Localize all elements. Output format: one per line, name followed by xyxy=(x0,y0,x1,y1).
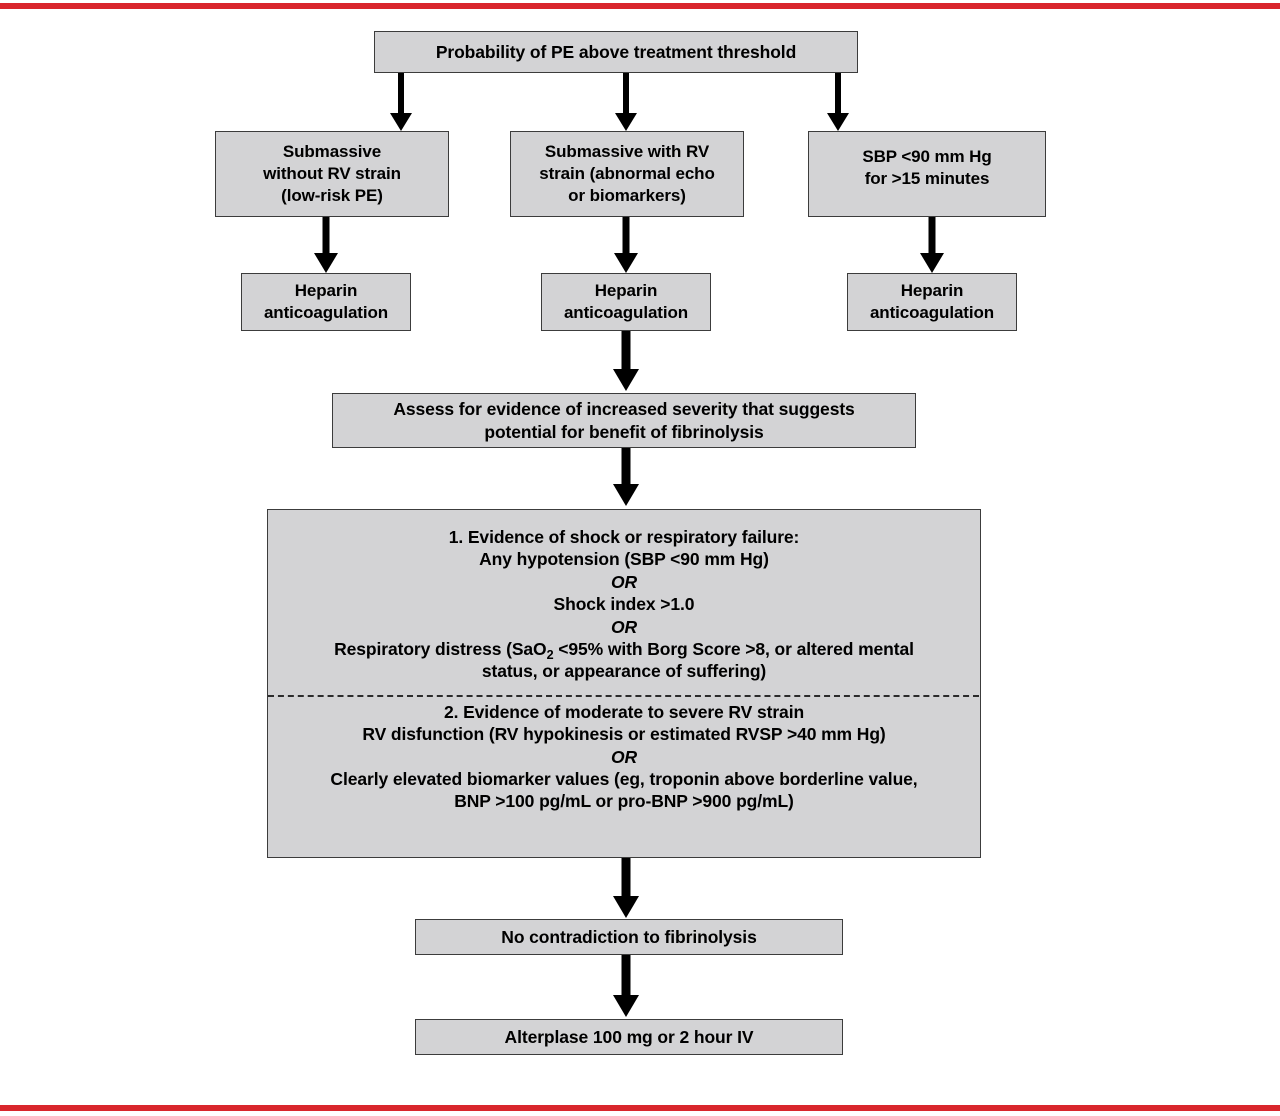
bottom-rule-divider xyxy=(0,1105,1280,1111)
criteria-respiratory-distress-line-1: Respiratory distress (SaO2 <95% with Bor… xyxy=(268,638,980,662)
node-alteplase: Alterplase 100 mg or 2 hour IV xyxy=(415,1019,843,1055)
connector-assess-to-criteria xyxy=(610,448,642,510)
node-heparin-left-line-2: anticoagulation xyxy=(263,303,389,322)
criteria-respiratory-distress-line-2: status, or appearance of suffering) xyxy=(481,661,767,682)
node-heparin-center: Heparin anticoagulation xyxy=(541,273,711,331)
connector-branch-right-to-heparin-right xyxy=(918,217,946,275)
node-submassive-without-rv-strain-line-3: (low-risk PE) xyxy=(281,185,383,205)
node-heparin-right-line-1: Heparin xyxy=(900,281,964,301)
connector-root-to-branch-center xyxy=(612,73,640,131)
node-heparin-right: Heparin anticoagulation xyxy=(847,273,1017,331)
node-heparin-center-line-2: anticoagulation xyxy=(563,303,689,322)
node-no-contradiction-label: No contradiction to fibrinolysis xyxy=(501,926,757,947)
criteria-rv-disfunction: RV disfunction (RV hypokinesis or estima… xyxy=(362,724,886,745)
node-submassive-with-rv-strain-line-1: Submassive with RV xyxy=(544,142,710,162)
connector-root-to-branch-right xyxy=(824,73,852,131)
criteria-dashed-separator xyxy=(268,695,979,697)
top-rule-divider xyxy=(0,3,1280,9)
node-submassive-without-rv-strain-line-2: without RV strain xyxy=(263,164,401,184)
node-submassive-without-rv-strain-line-1: Submassive xyxy=(282,142,382,162)
node-probability-of-pe-label: Probability of PE above treatment thresh… xyxy=(435,41,797,62)
criteria-section-shock: 1. Evidence of shock or respiratory fail… xyxy=(268,510,980,683)
criteria-respiratory-prefix: Respiratory distress (SaO xyxy=(334,638,547,659)
criteria-section-shock-heading: 1. Evidence of shock or respiratory fail… xyxy=(448,527,800,547)
node-assess-severity-line-2: potential for benefit of fibrinolysis xyxy=(484,421,764,442)
node-submassive-without-rv-strain: Submassive without RV strain (low-risk P… xyxy=(215,131,449,217)
criteria-respiratory-subscript: 2 xyxy=(546,647,554,662)
node-severity-criteria: 1. Evidence of shock or respiratory fail… xyxy=(267,509,981,858)
connector-branch-left-to-heparin-left xyxy=(312,217,340,275)
node-heparin-center-line-1: Heparin xyxy=(594,281,658,301)
criteria-shock-hypotension: Any hypotension (SBP <90 mm Hg) xyxy=(479,549,769,570)
criteria-section-rv-strain: 2. Evidence of moderate to severe RV str… xyxy=(268,683,980,813)
node-sbp-below-90-line-1: SBP <90 mm Hg xyxy=(862,147,992,166)
node-heparin-left-line-1: Heparin xyxy=(294,281,358,301)
criteria-biomarker-line-2: BNP >100 pg/mL or pro-BNP >900 pg/mL) xyxy=(454,791,794,812)
node-sbp-below-90-line-2: for >15 minutes xyxy=(864,168,990,188)
node-sbp-below-90: SBP <90 mm Hg for >15 minutes xyxy=(808,131,1046,217)
connector-heparin-center-to-assess xyxy=(610,331,642,393)
criteria-biomarker-line-1: Clearly elevated biomarker values (eg, t… xyxy=(330,768,918,789)
node-alteplase-label: Alterplase 100 mg or 2 hour IV xyxy=(504,1026,754,1047)
node-assess-severity: Assess for evidence of increased severit… xyxy=(332,393,916,448)
criteria-shock-index: Shock index >1.0 xyxy=(553,594,695,615)
criteria-rv-or: OR xyxy=(610,746,638,767)
criteria-shock-or-1: OR xyxy=(610,571,638,592)
connector-branch-center-to-heparin-center xyxy=(612,217,640,275)
node-assess-severity-line-1: Assess for evidence of increased severit… xyxy=(393,399,855,420)
criteria-respiratory-suffix: <95% with Borg Score >8, or altered ment… xyxy=(553,638,914,659)
node-heparin-left: Heparin anticoagulation xyxy=(241,273,411,331)
node-submassive-with-rv-strain-line-3: or biomarkers) xyxy=(568,185,686,205)
connector-no-contradiction-to-alteplase xyxy=(610,955,642,1019)
node-no-contradiction: No contradiction to fibrinolysis xyxy=(415,919,843,955)
connector-criteria-to-no-contradiction xyxy=(610,858,642,920)
node-submassive-with-rv-strain: Submassive with RV strain (abnormal echo… xyxy=(510,131,744,217)
criteria-shock-or-2: OR xyxy=(610,616,638,637)
node-submassive-with-rv-strain-line-2: strain (abnormal echo xyxy=(539,164,715,184)
node-heparin-right-line-2: anticoagulation xyxy=(869,303,995,322)
node-probability-of-pe: Probability of PE above treatment thresh… xyxy=(374,31,858,73)
connector-root-to-branch-left xyxy=(387,73,415,131)
criteria-section-rv-heading: 2. Evidence of moderate to severe RV str… xyxy=(443,701,805,722)
